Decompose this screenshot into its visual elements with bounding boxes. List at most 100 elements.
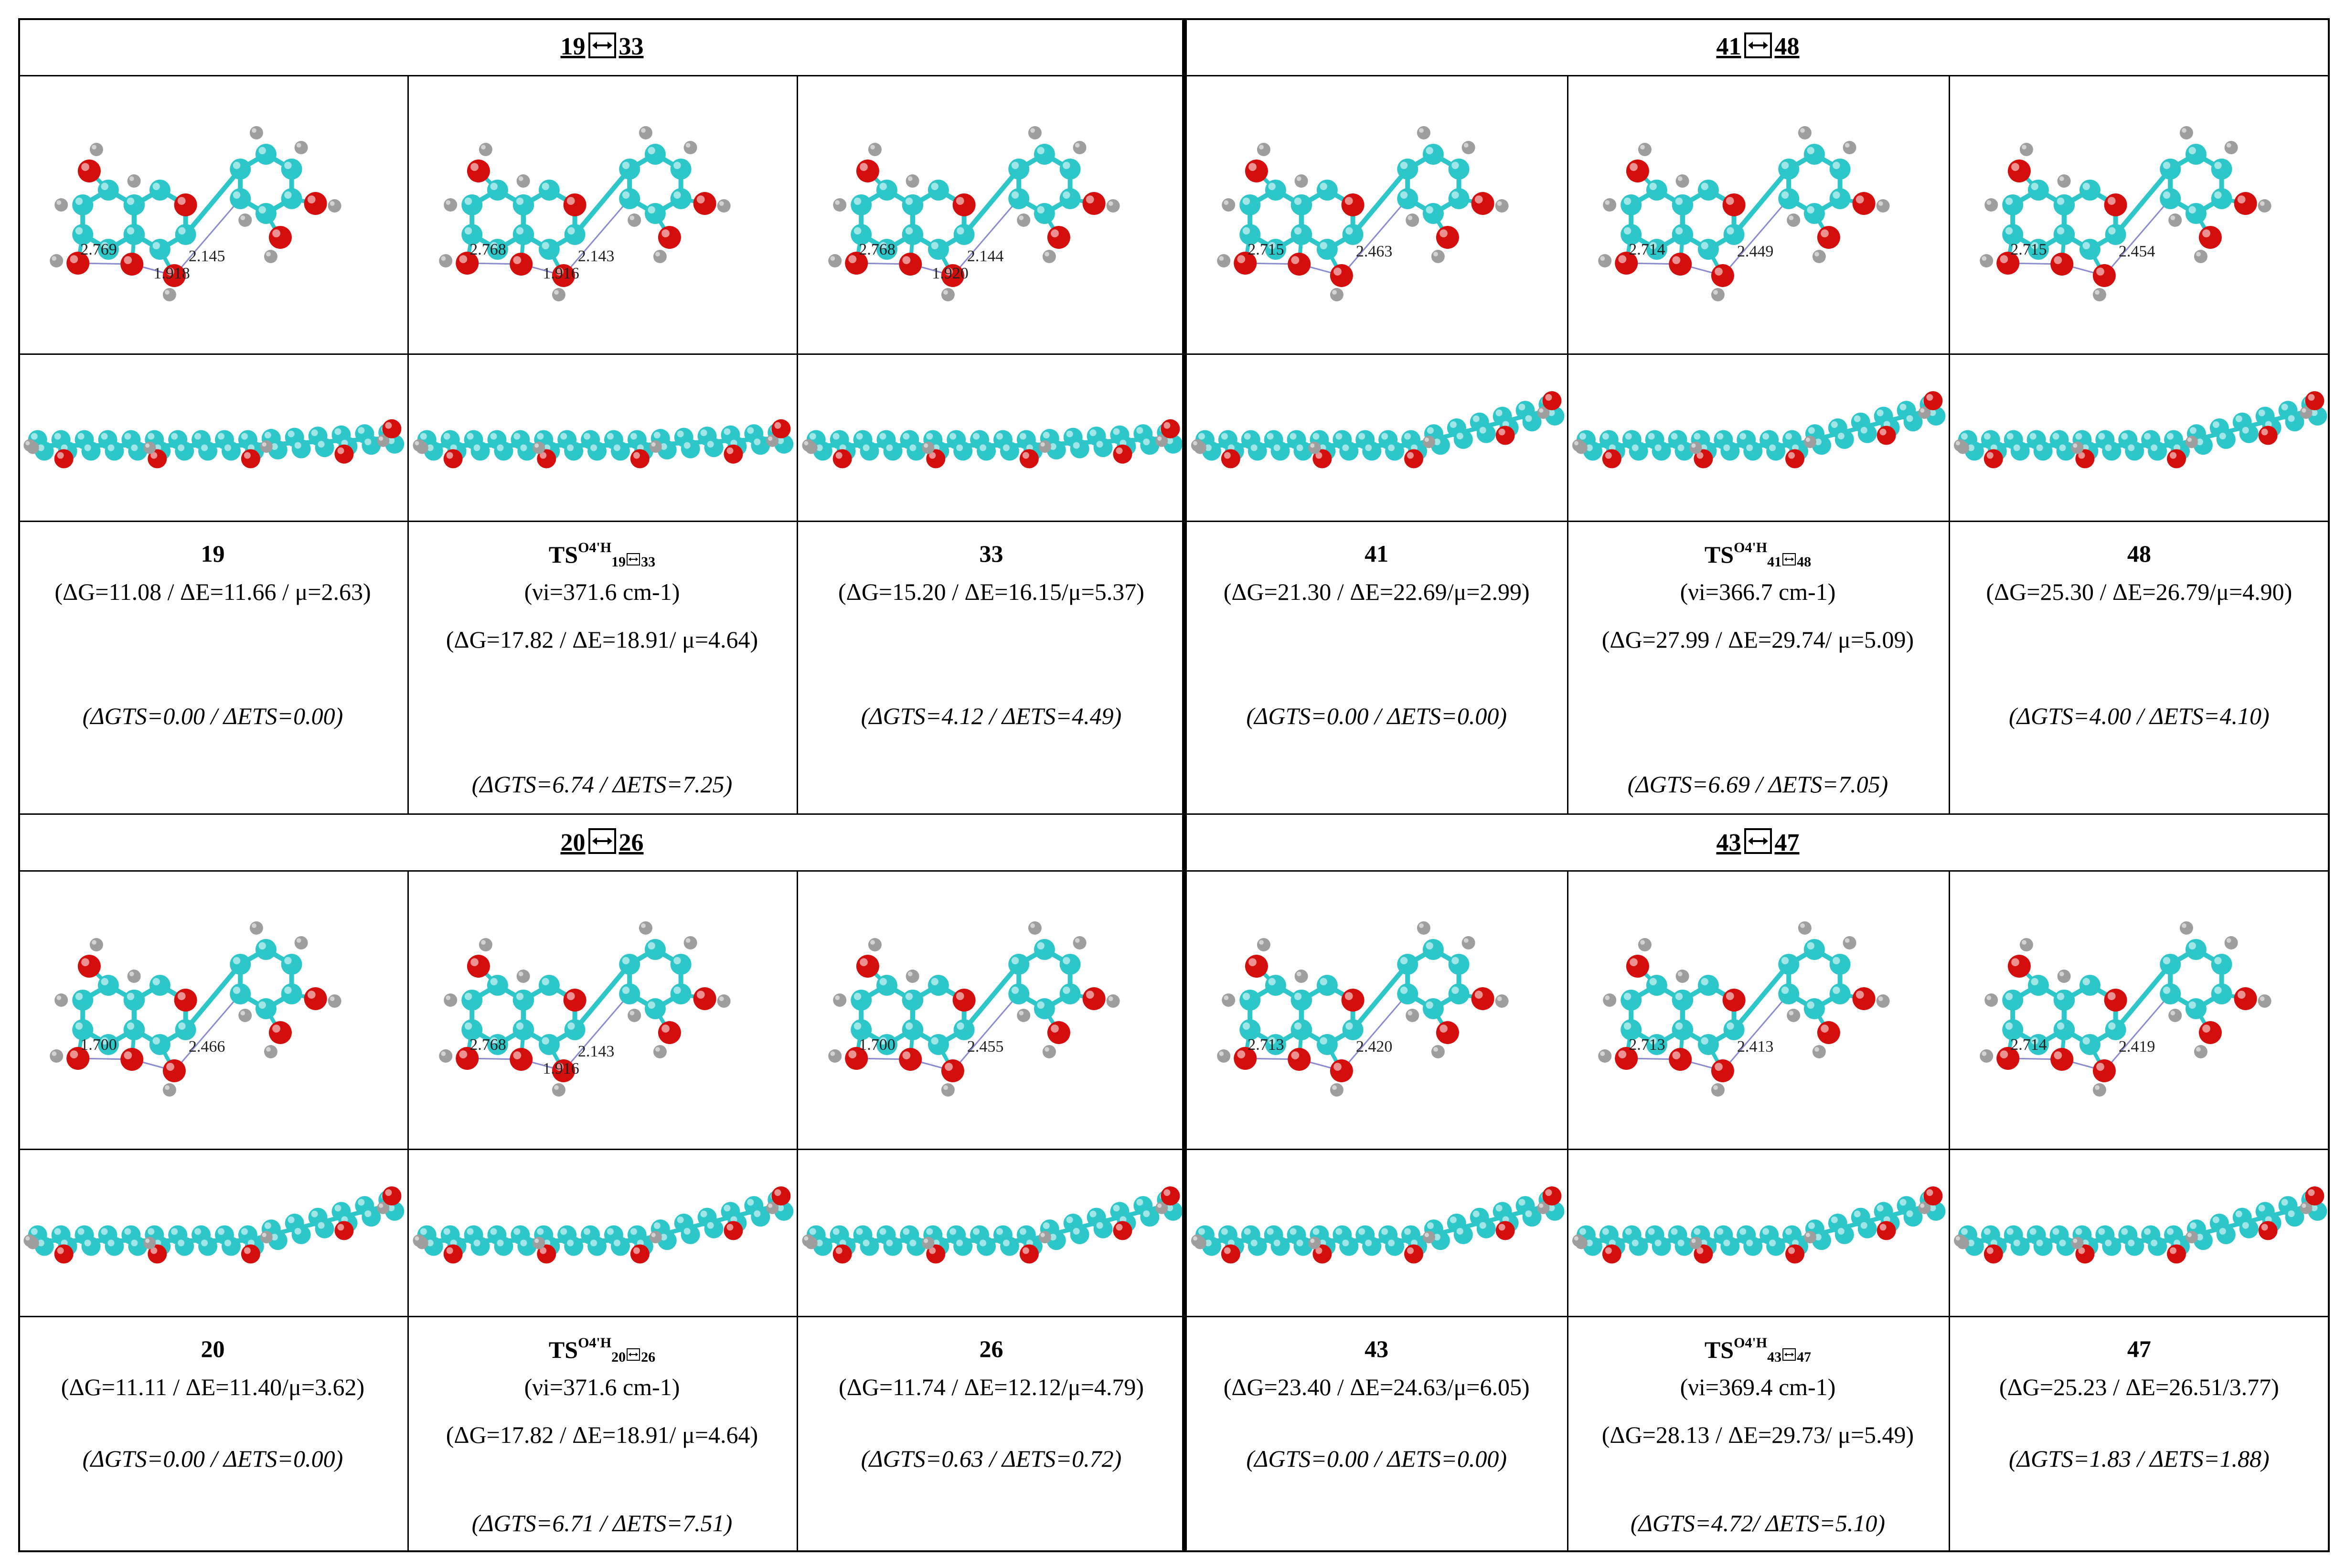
- hydrogen-atom-highlight: [2226, 938, 2231, 943]
- oxygen-atom-highlight: [540, 452, 547, 459]
- carbon-atom: [230, 188, 251, 209]
- hydrogen-atom: [2071, 1237, 2084, 1249]
- hydrogen-atom-highlight: [1574, 441, 1579, 446]
- hydrogen-atom-highlight: [554, 290, 559, 295]
- hydrogen-atom-highlight: [2196, 1047, 2201, 1052]
- carbon-atom-highlight: [101, 433, 108, 440]
- hydrogen-atom-highlight: [1955, 441, 1960, 446]
- hydrogen-atom: [249, 126, 263, 139]
- carbon-atom-highlight: [707, 1222, 714, 1229]
- ts-label-sub-right: 33: [641, 554, 656, 570]
- carbon-atom-highlight: [2057, 197, 2064, 205]
- carbon-atom-highlight: [1807, 147, 1815, 155]
- hydrogen-atom: [639, 126, 652, 139]
- hydrogen-atom: [264, 250, 277, 263]
- carbon-atom: [1059, 983, 1081, 1004]
- oxygen-atom: [1785, 449, 1805, 469]
- carbon-atom: [281, 159, 302, 180]
- carbon-atom-highlight: [178, 1022, 186, 1030]
- hydrogen-atom: [1953, 1234, 1966, 1247]
- carbon-atom-highlight: [178, 227, 186, 235]
- hydrogen-atom-highlight: [296, 938, 301, 943]
- carbon-atom-highlight: [2121, 433, 2128, 440]
- molecule-side-view: [797, 1149, 1186, 1316]
- hydrogen-atom-highlight: [481, 940, 486, 945]
- oxygen-atom-highlight: [929, 452, 936, 459]
- carbon-atom-highlight: [1073, 442, 1080, 449]
- carbon-atom-highlight: [1929, 409, 1936, 416]
- carbon-atom-highlight: [1456, 433, 1463, 439]
- carbon-atom: [1342, 224, 1364, 245]
- carbon-atom-highlight: [1066, 430, 1073, 437]
- carbon-atom-highlight: [2108, 227, 2116, 235]
- oxygen-atom-highlight: [696, 991, 705, 999]
- carbon-atom-highlight: [271, 443, 278, 450]
- carbon-atom-highlight: [700, 429, 707, 437]
- oxygen-atom-highlight: [1879, 1224, 1887, 1231]
- hydrogen-atom: [1191, 1234, 1204, 1247]
- hydrogen-atom: [1813, 1045, 1826, 1058]
- oxygen-atom: [1047, 1021, 1070, 1044]
- bond-line: [2103, 198, 2171, 277]
- carbon-atom-highlight: [1833, 191, 1840, 199]
- carbon-atom-highlight: [516, 227, 524, 235]
- carbon-atom: [1291, 194, 1312, 215]
- carbon-atom-highlight: [2288, 415, 2295, 422]
- oxygen-atom: [1669, 1047, 1692, 1071]
- carbon-atom-highlight: [931, 978, 938, 985]
- hydrogen-atom: [2071, 441, 2084, 454]
- carbon-atom: [2079, 180, 2101, 201]
- carbon-atom: [513, 194, 534, 215]
- carbon-atom-highlight: [1807, 942, 1815, 950]
- carbon-atom: [860, 1237, 879, 1256]
- molecule-side-svg: [802, 1186, 1183, 1264]
- column-divider: [1567, 872, 1569, 1552]
- hydrogen-atom-highlight: [2094, 1085, 2100, 1090]
- carbon-atom-highlight: [31, 1228, 38, 1235]
- hydrogen-atom-highlight: [1878, 201, 1883, 206]
- carbon-atom-highlight: [2057, 992, 2064, 1000]
- oxygen-atom-highlight: [2308, 394, 2315, 401]
- carbon-atom-highlight: [497, 1239, 504, 1247]
- carbon-atom-highlight: [1342, 1239, 1349, 1247]
- carbon-atom-highlight: [1011, 191, 1019, 199]
- oxygen-atom: [1852, 987, 1876, 1010]
- oxygen-atom: [174, 193, 197, 216]
- carbon-atom-highlight: [201, 1239, 208, 1247]
- carbon-atom-highlight: [683, 442, 691, 449]
- hydrogen-atom-highlight: [481, 145, 486, 149]
- carbon-atom-highlight: [311, 1210, 318, 1217]
- oxygen-atom-highlight: [2169, 452, 2176, 459]
- ts-label-sub-right: 47: [1797, 1349, 1812, 1365]
- hydrogen-atom-highlight: [1497, 201, 1502, 206]
- molecule-side-svg: [1572, 391, 1946, 469]
- carbon-atom: [1093, 1219, 1113, 1238]
- distance-label: 2.455: [967, 1038, 1003, 1056]
- carbon-atom-highlight: [1785, 433, 1792, 440]
- carbon-atom-highlight: [2188, 147, 2196, 155]
- structure-label: 19: [201, 540, 225, 567]
- oxygen-atom: [2007, 160, 2031, 183]
- carbon-atom-highlight: [1365, 1239, 1372, 1247]
- hydrogen-atom-highlight: [1920, 1203, 1925, 1208]
- header-left-id: 20: [560, 829, 586, 856]
- oxygen-atom-highlight: [956, 197, 964, 205]
- carbon-atom: [2211, 188, 2232, 210]
- oxygen-atom: [77, 160, 101, 182]
- relative-energy-line: (ΔGTS=0.00 / ΔETS=0.00): [82, 1445, 343, 1472]
- oxygen-atom: [2007, 955, 2031, 978]
- carbon-atom-highlight: [1294, 197, 1302, 205]
- carbon-atom-highlight: [1273, 1239, 1280, 1247]
- carbon-atom-highlight: [127, 197, 135, 205]
- bond-line: [1341, 993, 1408, 1072]
- carbon-atom: [1652, 1237, 1671, 1256]
- carbon-atom-highlight: [107, 444, 115, 451]
- hydrogen-atom-highlight: [1310, 443, 1315, 448]
- oxygen-atom: [1983, 1244, 2003, 1264]
- hydrogen-atom: [1495, 199, 1509, 213]
- hydrogen-atom-highlight: [1845, 143, 1850, 148]
- carbon-atom: [1448, 954, 1470, 975]
